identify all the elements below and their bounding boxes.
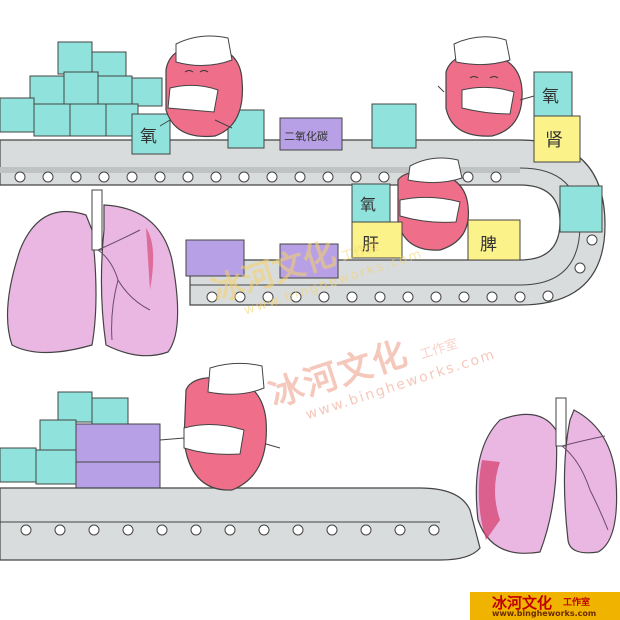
box-spleen: 脾 bbox=[467, 219, 521, 261]
lungs-top bbox=[6, 189, 179, 357]
conveyor-rollers-top bbox=[14, 171, 598, 303]
co2-box-lower-2 bbox=[279, 243, 339, 279]
box-oxygen-kidney: 氧 bbox=[533, 71, 573, 117]
co2-box-lower-1 bbox=[185, 239, 245, 277]
svg-text:肝: 肝 bbox=[362, 235, 379, 255]
logo-brand: 冰河文化 bbox=[492, 594, 553, 612]
oxygen-box-stack-top bbox=[0, 41, 163, 137]
conveyor-belt-bottom bbox=[0, 487, 481, 561]
box-oxygen-held-top: 氧 bbox=[131, 113, 171, 155]
character-worker-top-right bbox=[437, 36, 535, 137]
svg-text:氧: 氧 bbox=[542, 87, 559, 107]
svg-text:二氧化碳: 二氧化碳 bbox=[284, 129, 328, 143]
lungs-bottom bbox=[475, 397, 618, 554]
svg-text:氧: 氧 bbox=[140, 127, 157, 147]
character-worker-bottom bbox=[159, 362, 281, 491]
box-liver: 肝 bbox=[351, 221, 403, 259]
svg-text:脾: 脾 bbox=[480, 235, 497, 255]
svg-text:氧: 氧 bbox=[360, 195, 376, 214]
oxygen-box-stack-bottom bbox=[0, 391, 129, 485]
logo-suffix: 工作室 bbox=[563, 598, 591, 608]
character-worker-top-left bbox=[159, 35, 244, 138]
character-worker-middle bbox=[397, 157, 470, 251]
oxygen-box-belt-2 bbox=[371, 103, 417, 149]
oxygen-box-belt-curve bbox=[559, 185, 603, 233]
box-co2-top: 二氧化碳 bbox=[279, 117, 343, 151]
box-kidney: 肾 bbox=[533, 115, 581, 163]
co2-box-stack-bottom bbox=[75, 423, 161, 495]
logo-url: www.bingheworks.com bbox=[492, 609, 597, 618]
brand-logo-corner: 冰河文化 工作室 www.bingheworks.com bbox=[470, 592, 620, 620]
svg-text:肾: 肾 bbox=[545, 130, 563, 151]
conveyor-rollers-bottom bbox=[20, 524, 440, 536]
